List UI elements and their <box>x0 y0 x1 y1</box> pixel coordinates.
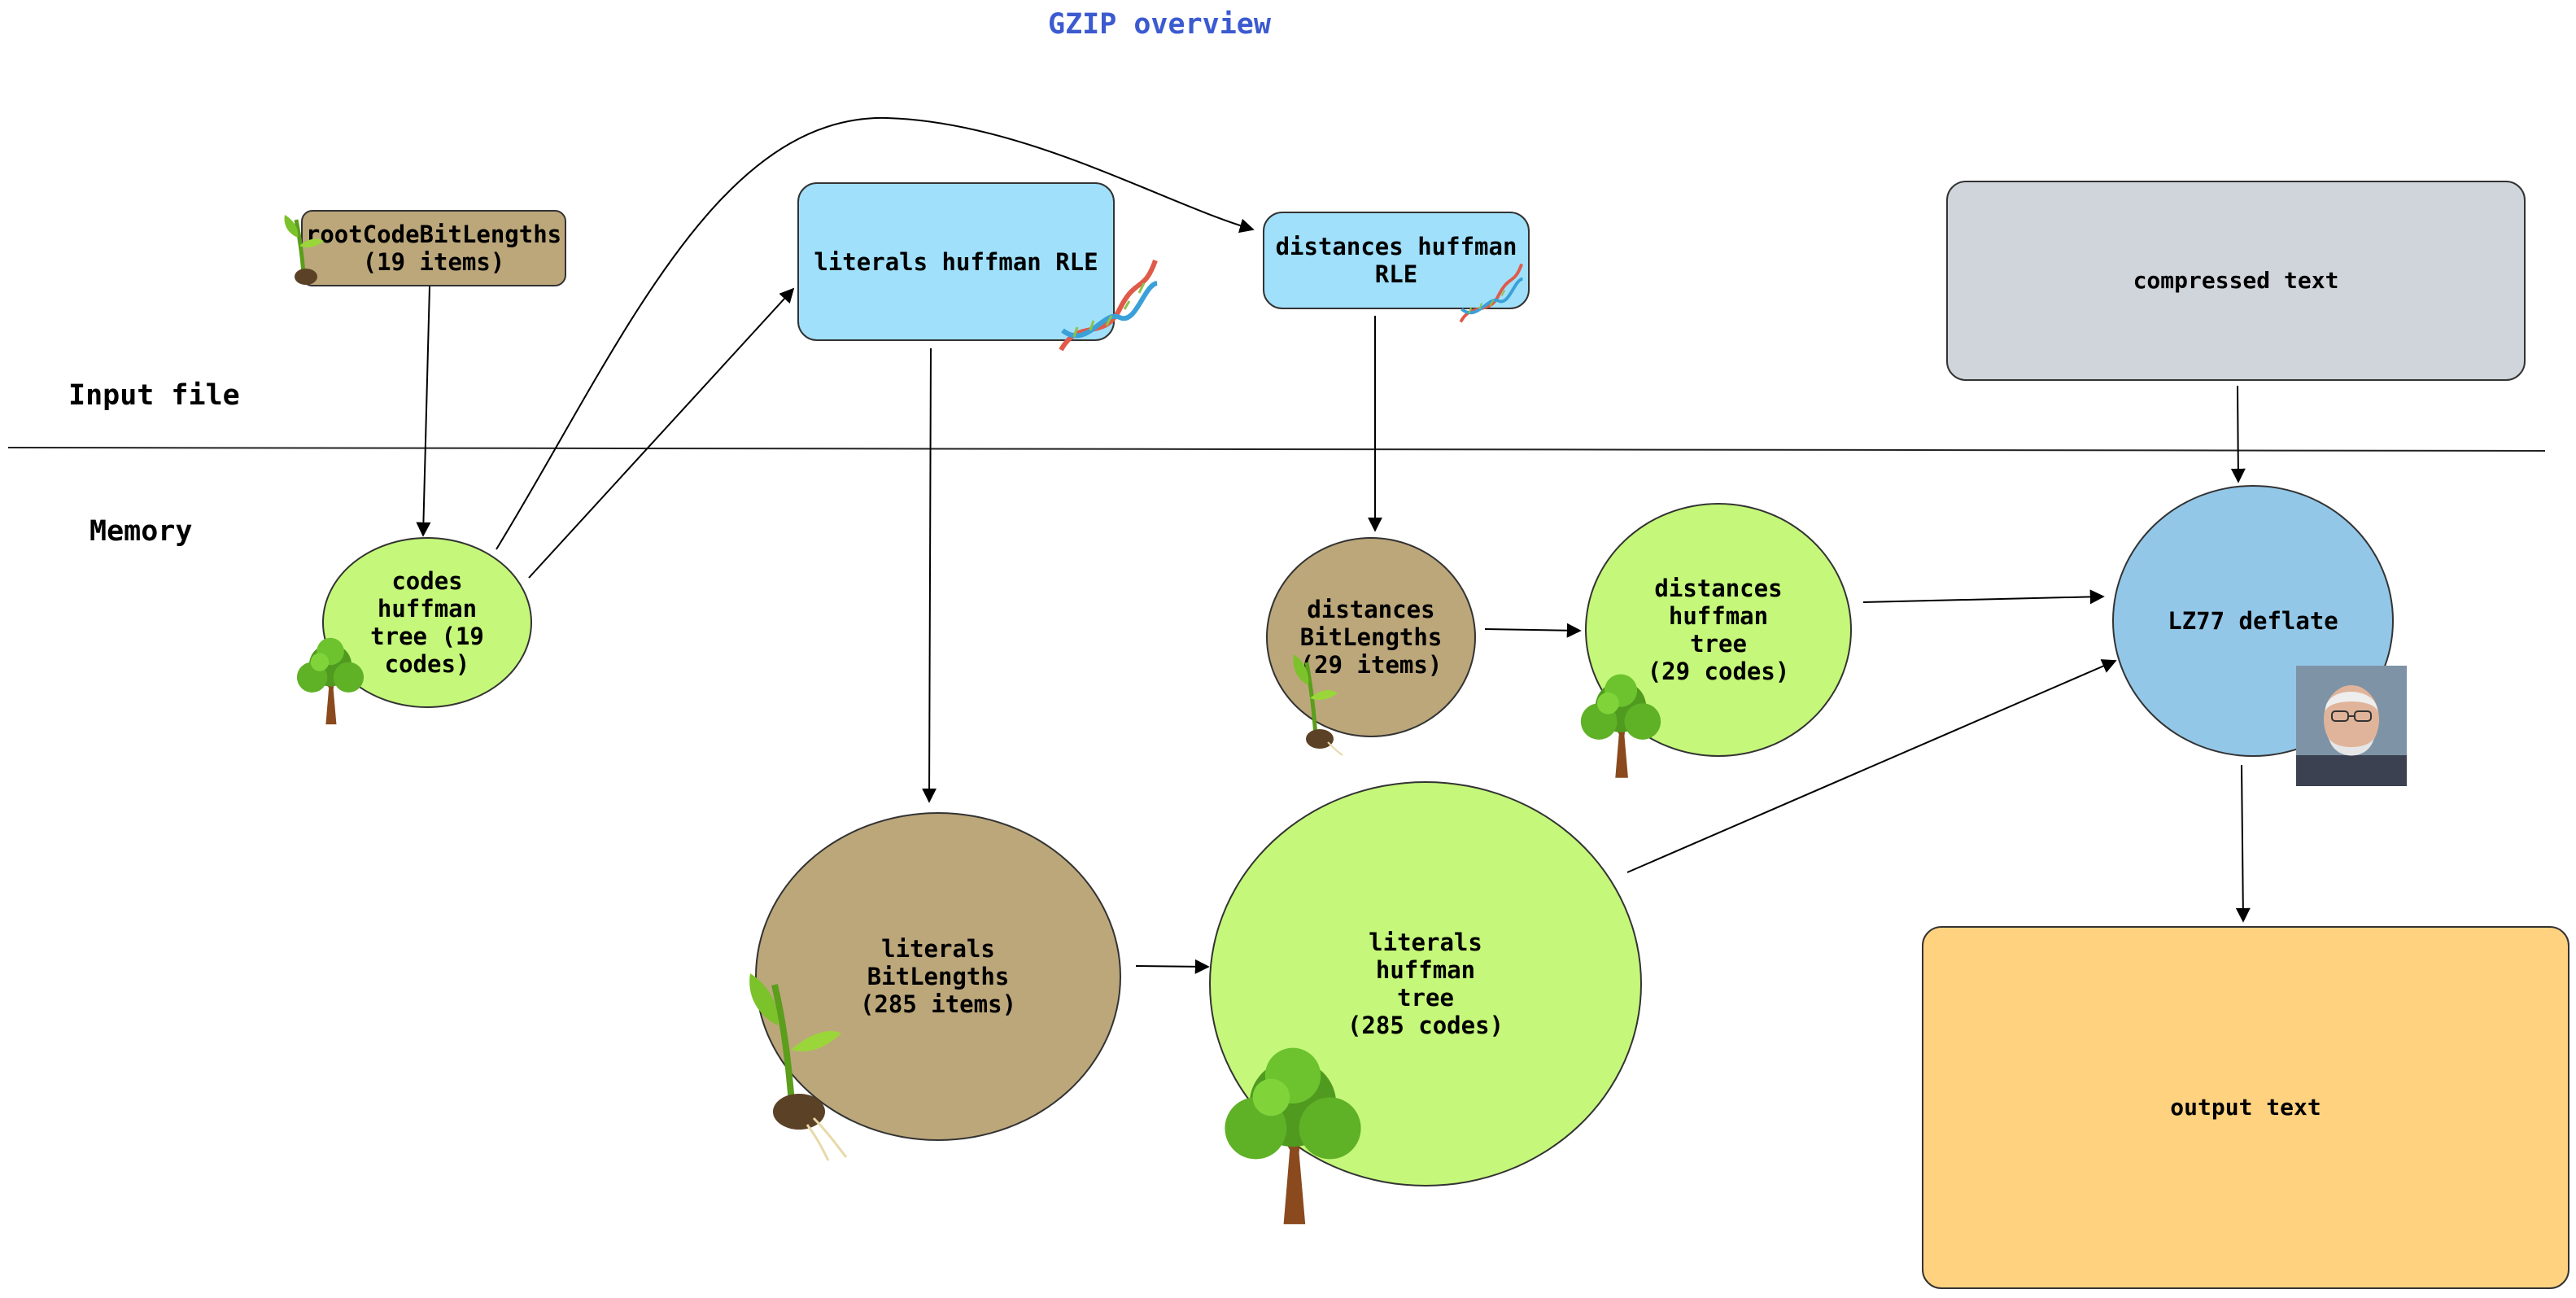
edge-codes-tree-to-literals-rle <box>528 287 795 579</box>
distances-bit-lengths-node: distances BitLengths (29 items) <box>1266 537 1476 737</box>
seedling-icon <box>1293 654 1343 756</box>
compressed-text-box: compressed text <box>1946 181 2526 381</box>
edge-distances-tree-to-lz77 <box>1862 589 2105 605</box>
tree-icon <box>1225 1047 1361 1225</box>
dna-icon <box>1459 263 1524 323</box>
diagram-title: GZIP overview <box>1048 8 1271 41</box>
literals-huffman-rle-box: literals huffman RLE <box>797 182 1115 341</box>
output-text-box: output text <box>1922 926 2569 1289</box>
edge-codes-tree-to-distances-rle <box>496 116 1255 550</box>
section-divider <box>7 447 2546 452</box>
edge-literals-bitlengths-to-tree <box>1135 959 1210 974</box>
edge-literals-rle-to-literals-bitlengths <box>922 347 937 803</box>
seedling-icon <box>284 215 324 285</box>
edge-literals-tree-to-lz77 <box>1626 659 2117 873</box>
root-code-bit-lengths-box: rootCodeBitLengths (19 items) <box>301 210 566 286</box>
tree-icon <box>1580 674 1661 778</box>
edge-root-to-codes-tree <box>416 286 431 537</box>
edge-distances-bitlengths-to-tree <box>1484 623 1582 638</box>
tree-icon <box>296 637 365 725</box>
dna-icon <box>1059 260 1159 352</box>
section-label-memory: Memory <box>90 515 193 548</box>
seedling-icon <box>749 973 848 1161</box>
distances-huffman-rle-box: distances huffman RLE <box>1263 212 1530 309</box>
section-label-input-file: Input file <box>68 379 240 412</box>
edge-lz77-to-output <box>2235 764 2251 923</box>
literals-bit-lengths-node: literals BitLengths (285 items) <box>755 812 1121 1141</box>
portrait-photo <box>2296 666 2407 786</box>
